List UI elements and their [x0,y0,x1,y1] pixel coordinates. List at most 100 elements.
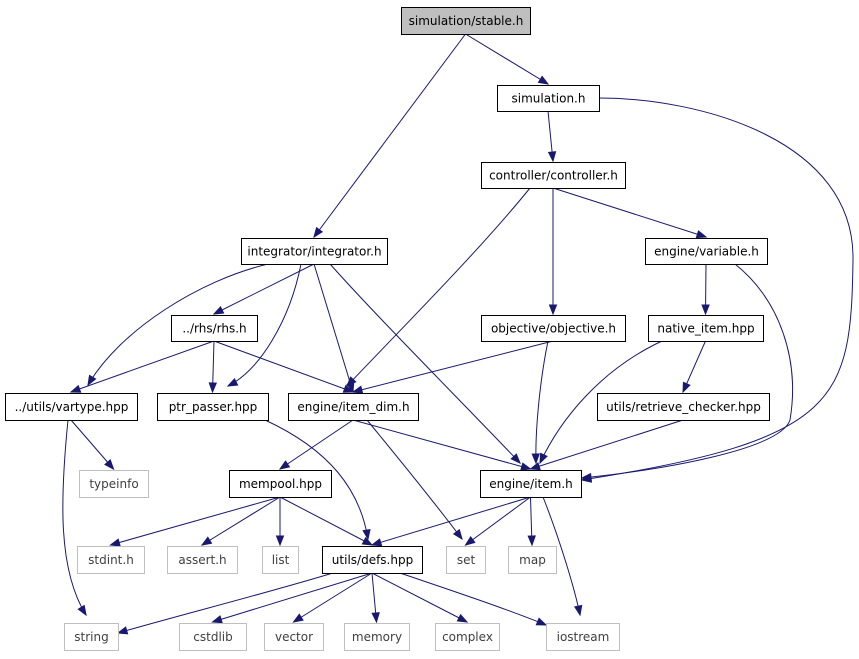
edge-simulation-to-item [581,97,854,481]
node-box [241,238,388,265]
node-mempool[interactable]: mempool.hpp [229,470,332,498]
node-box [648,315,764,342]
arrowhead-defs-to-cstdlib [211,615,223,624]
node-box [229,470,332,498]
arrowhead-variable-to-native_item [701,304,710,316]
arrowhead-native_item-to-retrieve_checker [682,381,691,394]
arrowhead-controller-to-variable [695,230,708,239]
node-label: ../rhs/rhs.h [182,322,246,336]
node-box [546,623,620,651]
node-label: stdint.h [88,553,134,567]
arrowhead-item_dim-to-set [452,528,463,541]
arrowhead-mempool-to-assert [200,536,213,546]
node-label: simulation.h [512,92,586,106]
node-simulation[interactable]: simulation.h [497,85,600,112]
node-integrator[interactable]: integrator/integrator.h [241,238,388,265]
node-native-item[interactable]: native_item.hpp [648,315,764,342]
node-variable[interactable]: engine/variable.h [645,238,768,265]
node-list: list [262,546,299,574]
node-label: mempool.hpp [239,477,322,491]
arrowhead-integrator-to-ptr_passer [226,377,239,387]
node-box [264,623,324,651]
node-label: ptr_passer.hpp [169,400,258,414]
node-assert: assert.h [167,546,238,574]
node-label: integrator/integrator.h [247,245,381,259]
arrowhead-stable-to-simulation [537,75,550,85]
node-label: ../utils/vartype.hpp [15,400,129,414]
edge-stable-to-integrator [313,33,466,238]
arrowhead-item_dim-to-mempool [278,460,291,470]
node-label: assert.h [178,553,226,567]
arrowhead-item-to-iostream [573,604,583,617]
arrowhead-variable-to-item [580,472,592,482]
node-box [497,85,600,112]
node-box [508,546,557,574]
arrowhead-objective-to-item [531,453,540,465]
edge-controller-to-item_dim [346,187,531,387]
arrowhead-integrator-to-item_dim [346,381,355,394]
arrowhead-item-to-set [464,535,476,546]
arrowhead-integrator-to-rhs [212,305,225,315]
node-set: set [446,546,486,574]
arrowhead-integrator-to-vartype [87,374,97,387]
arrowhead-defs-to-complex [456,613,469,623]
arrowhead-integrator-to-item [510,453,521,464]
node-item-dim[interactable]: engine/item_dim.h [288,393,419,421]
node-ptr-passer[interactable]: ptr_passer.hpp [157,393,269,421]
arrowhead-controller-to-objective [548,304,558,316]
node-box [597,393,770,421]
edge-item_dim-to-item [352,419,531,470]
node-cstdlib: cstdlib [179,623,247,651]
node-label: iostream [557,630,610,644]
node-box [167,546,238,574]
edge-item-to-iostream [542,496,581,616]
edge-integrator-to-vartype [87,263,269,386]
node-label: native_item.hpp [657,322,754,336]
node-stable[interactable]: simulation/stable.h [401,7,531,35]
node-label: list [272,553,290,567]
node-label: set [457,553,476,567]
node-box [481,315,626,342]
arrowhead-native_item-to-item [539,452,548,465]
node-box [179,623,247,651]
node-label: cstdlib [193,630,232,644]
node-label: map [519,553,546,567]
node-box [5,393,138,421]
arrowhead-stable-to-integrator [313,226,324,239]
node-vector: vector [264,623,324,651]
node-box [322,546,423,574]
node-objective[interactable]: objective/objective.h [481,315,626,342]
node-typeinfo: typeinfo [79,470,149,498]
node-box [401,7,531,35]
edge-defs-to-cstdlib [212,572,373,623]
node-box [64,623,119,651]
node-vartype[interactable]: ../utils/vartype.hpp [5,393,138,421]
node-retrieve-checker[interactable]: utils/retrieve_checker.hpp [597,393,770,421]
arrowhead-item_dim-to-item [520,462,532,471]
edge-defs-to-vector [293,572,373,623]
node-box [288,393,419,421]
node-label: utils/defs.hpp [332,553,413,567]
edge-item-to-set [465,496,531,546]
node-map: map [508,546,557,574]
nodes-layer: simulation/stable.h simulation.h controlle… [5,7,770,651]
arrowhead-defs-to-string [116,626,129,635]
node-label: complex [442,630,493,644]
edges-layer [62,33,854,635]
node-rhs[interactable]: ../rhs/rhs.h [171,315,258,342]
node-label: engine/item_dim.h [297,400,409,414]
node-item[interactable]: engine/item.h [480,470,582,498]
node-stdint: stdint.h [77,546,145,574]
node-box [446,546,486,574]
edge-ptr_passer-to-defs [264,419,369,540]
edge-integrator-to-item [329,263,521,464]
node-label: objective/objective.h [491,322,616,336]
edge-objective-to-item [535,340,549,464]
node-label: utils/retrieve_checker.hpp [606,400,761,414]
node-controller[interactable]: controller/controller.h [481,162,626,189]
arrowhead-mempool-to-list [275,535,285,547]
arrowhead-vartype-to-typeinfo [104,459,115,471]
node-defs[interactable]: utils/defs.hpp [322,546,423,574]
node-box [171,315,258,342]
node-box [262,546,299,574]
